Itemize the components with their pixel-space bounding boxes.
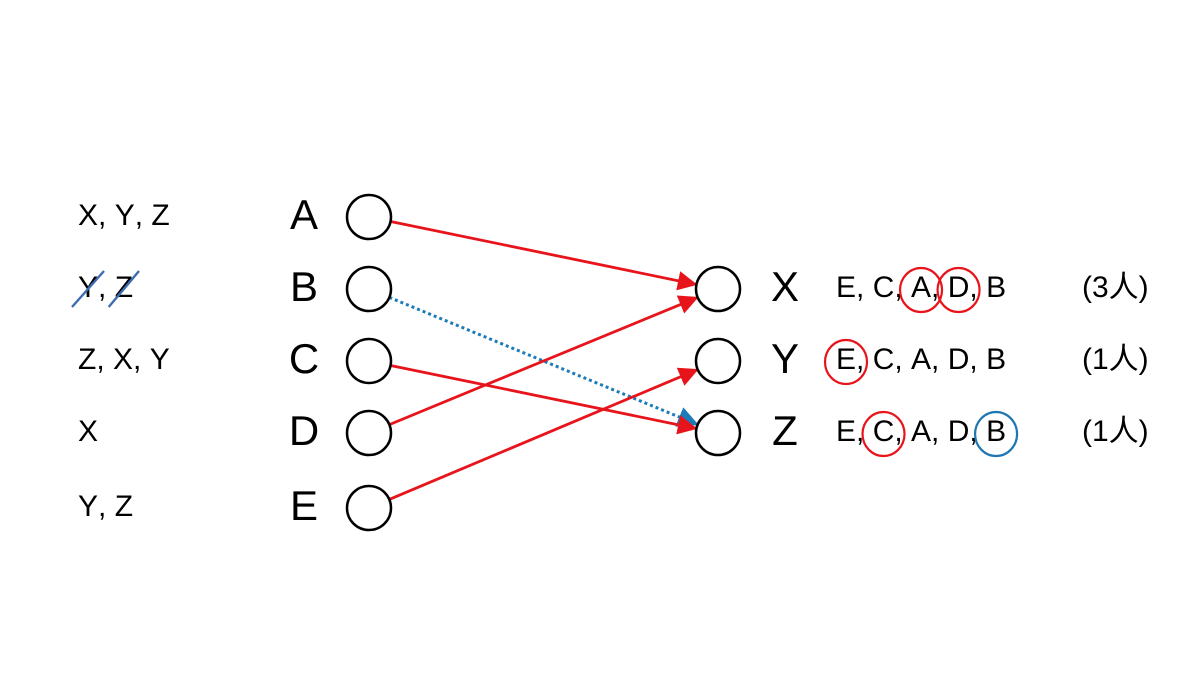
left-node [345,265,393,313]
capacity-label: (1人) [1082,415,1149,448]
ranking-token: A [911,415,931,448]
preference-token: Y [78,490,98,523]
ranking-token: C [873,271,895,304]
ranking-token: B [986,415,1006,448]
edge-e-to-y [388,367,699,501]
left-row-a: X, Y, Z A [78,191,393,241]
left-person-label: C [289,335,319,382]
preference-separator: , [133,343,150,376]
preference-token: X [78,415,98,448]
ranking-separator: , [931,343,948,376]
ranking-token: D [948,343,970,376]
edge-b-to-z [388,296,699,427]
ranking-token: D [948,415,970,448]
ranking-separator: , [969,343,986,376]
preference-token: Y [115,199,135,232]
ranking-separator: , [969,415,986,448]
strike-mark [71,270,105,308]
preference-token: Z [151,199,169,232]
left-node [345,193,393,241]
red-circle-highlight [861,410,906,458]
capacity-label: (1人) [1082,343,1149,376]
edge-d-to-x [388,295,699,426]
ranking-separator: , [856,343,873,376]
red-circle-highlight [936,266,981,314]
ranking-token: C [873,343,895,376]
ranking-separator: , [894,343,911,376]
left-row-b: Y, ZB [71,263,393,313]
left-person-label: D [289,407,319,454]
ranking-token: A [911,271,931,304]
edge-a-to-x [390,220,698,291]
right-node [694,265,742,313]
capacity-label: (3人) [1082,271,1149,304]
preference-separator: , [135,199,152,232]
right-node [694,409,742,457]
left-person-label: A [290,191,318,238]
left-row-e: Y, Z E [78,482,393,532]
right-row-x: X E, C, A, D, B (3人) [694,263,1149,314]
preference-token: X [78,199,98,232]
ranking-token: B [986,343,1006,376]
right-node [694,337,742,385]
ranking-separator: , [931,271,948,304]
ranking-token: C [873,415,895,448]
edges-layer [388,220,699,501]
preference-token: Y [150,343,170,376]
right-item-label: Z [772,407,798,454]
preference-separator: , [96,343,113,376]
left-node [345,337,393,385]
preference-token: Z [115,490,133,523]
right-row-y: Y E, C, A, D, B (1人) [694,335,1149,386]
ranking-token: E [836,271,856,304]
ranking-separator: , [894,415,911,448]
blue-circle-highlight [973,410,1019,458]
right-item-label: X [771,263,799,310]
ranking-token: E [836,415,856,448]
preference-separator: , [98,490,115,523]
preference-token: Z [78,343,96,376]
right-row-z: Z E, C, A, D, B (1人) [694,407,1149,458]
ranking-separator: , [969,271,986,304]
left-row-c: Z, X, Y C [78,335,393,385]
ranking-separator: , [894,271,911,304]
ranking-token: A [911,343,931,376]
ranking-token: B [986,271,1006,304]
preference-token: X [113,343,133,376]
left-node [345,484,393,532]
edge-c-to-z [390,364,698,435]
preference-separator: , [98,199,115,232]
red-circle-highlight [823,338,869,386]
right-item-label: Y [771,335,799,382]
preference-separator: , [98,271,115,304]
ranking-token: E [836,343,856,376]
ranking-separator: , [856,271,873,304]
left-person-label: B [290,263,318,310]
ranking-separator: , [931,415,948,448]
strike-mark [107,270,140,308]
left-person-label: E [290,482,318,529]
ranking-separator: , [856,415,873,448]
ranking-token: D [948,271,970,304]
left-node [345,409,393,457]
red-circle-highlight [898,266,944,314]
